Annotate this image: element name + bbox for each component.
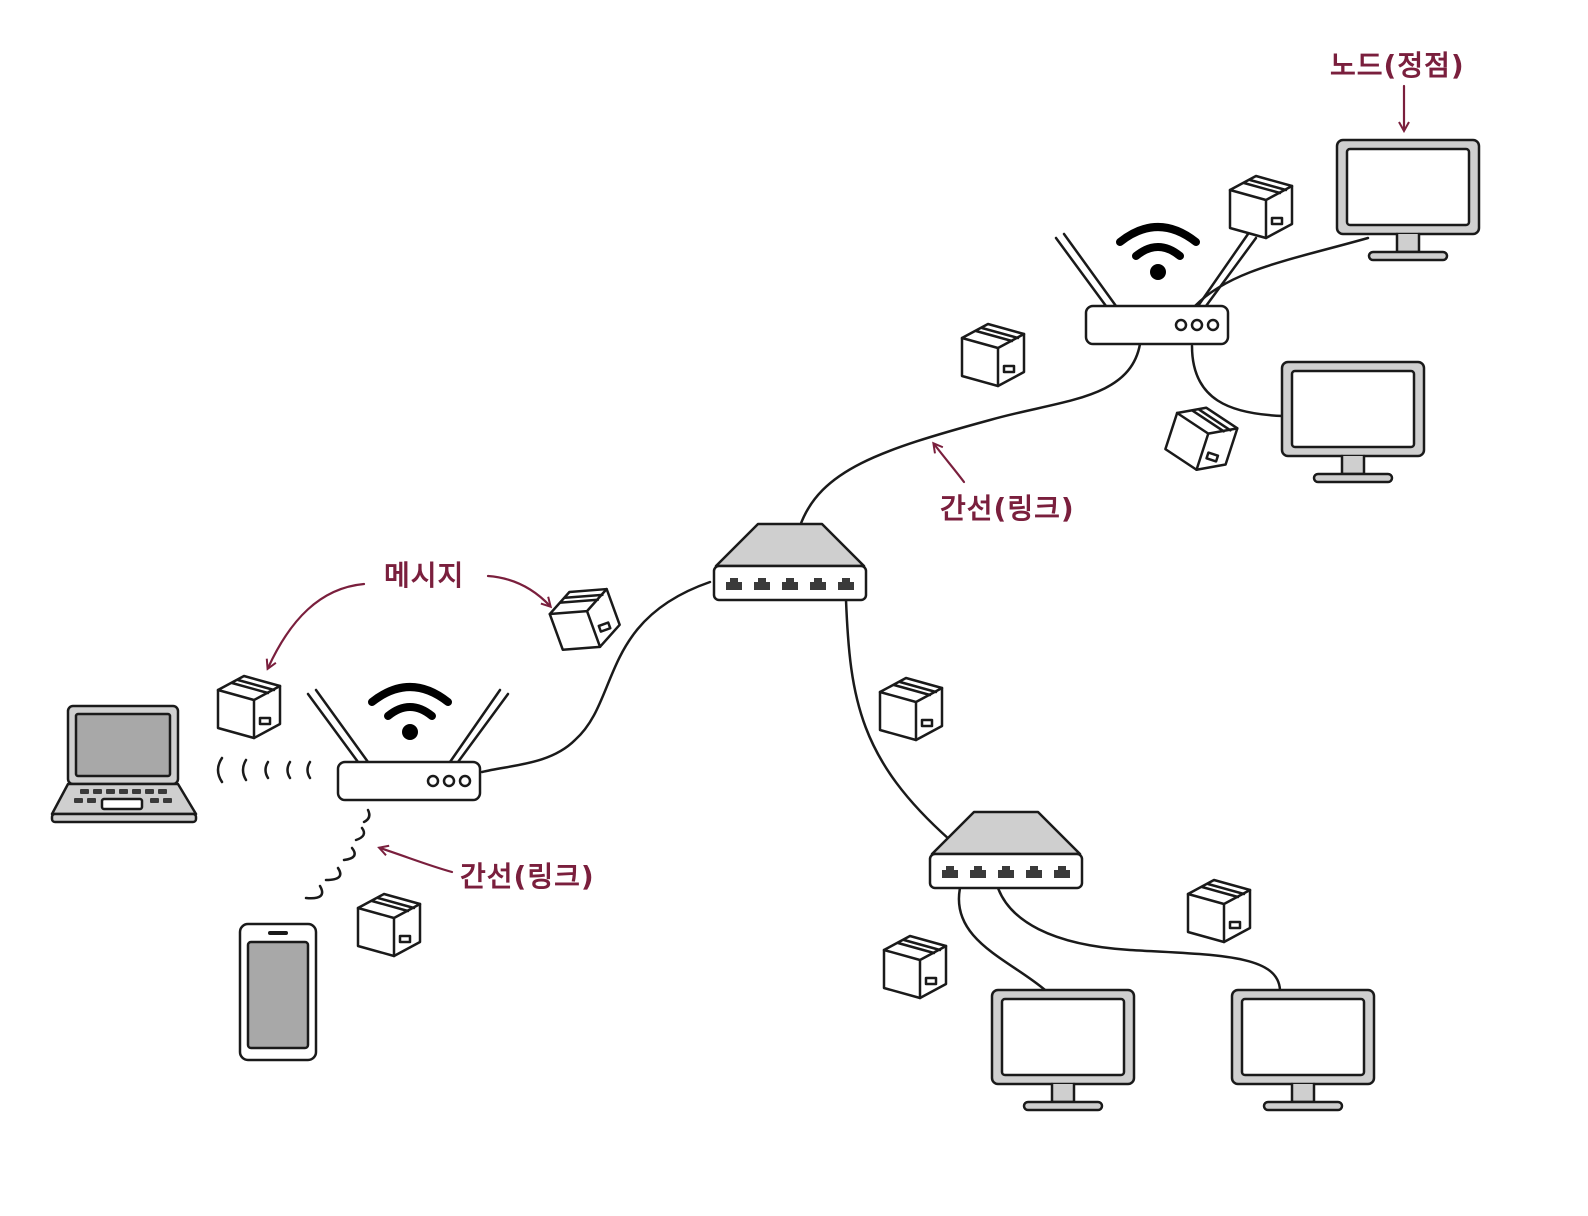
edge-router-top-to-monitor-b (1190, 344, 1285, 418)
package-icon (1161, 398, 1242, 480)
label-message: 메시지 (384, 559, 464, 592)
package-icon (1186, 878, 1252, 944)
edge-switch-bottom-to-monitor-c (957, 886, 1047, 992)
package-icon (1228, 174, 1294, 240)
wifi-icon (372, 687, 448, 740)
package-icon (878, 676, 944, 742)
label-edge-bottom: 간선(링크) (460, 860, 595, 893)
wifi-icon (1120, 227, 1196, 280)
edge-switch-bottom-to-monitor-d (996, 886, 1282, 992)
monitor-icon (1230, 988, 1376, 1112)
switch-icon (928, 810, 1084, 890)
package-icon (882, 934, 948, 1000)
edge-switch-center-to-router-left (480, 580, 712, 774)
wireless-link-phone (304, 808, 371, 900)
switch-icon (712, 522, 868, 602)
arrow-edge-top (934, 444, 966, 484)
arrow-message-left (268, 582, 366, 668)
edge-router-top-to-monitor-a (1193, 236, 1370, 308)
package-icon (216, 674, 282, 740)
label-node: 노드(정점) (1330, 49, 1465, 82)
wireless-link-laptop (216, 756, 312, 784)
annotation-arrows (268, 84, 1404, 874)
monitor-icon (1335, 138, 1481, 262)
package-icon (960, 322, 1026, 388)
package-icon (356, 892, 422, 958)
laptop-icon (50, 704, 198, 824)
label-edge-top: 간선(링크) (940, 492, 1075, 525)
edge-switch-center-to-switch-bottom (844, 598, 952, 842)
arrow-edge-bottom (380, 848, 454, 874)
monitor-icon (990, 988, 1136, 1112)
monitor-icon (1280, 360, 1426, 484)
package-icon (543, 578, 626, 661)
smartphone-icon (238, 922, 318, 1062)
arrow-message-right (486, 574, 550, 606)
edge-router-top-to-switch-center (798, 342, 1142, 528)
edges (480, 236, 1370, 992)
